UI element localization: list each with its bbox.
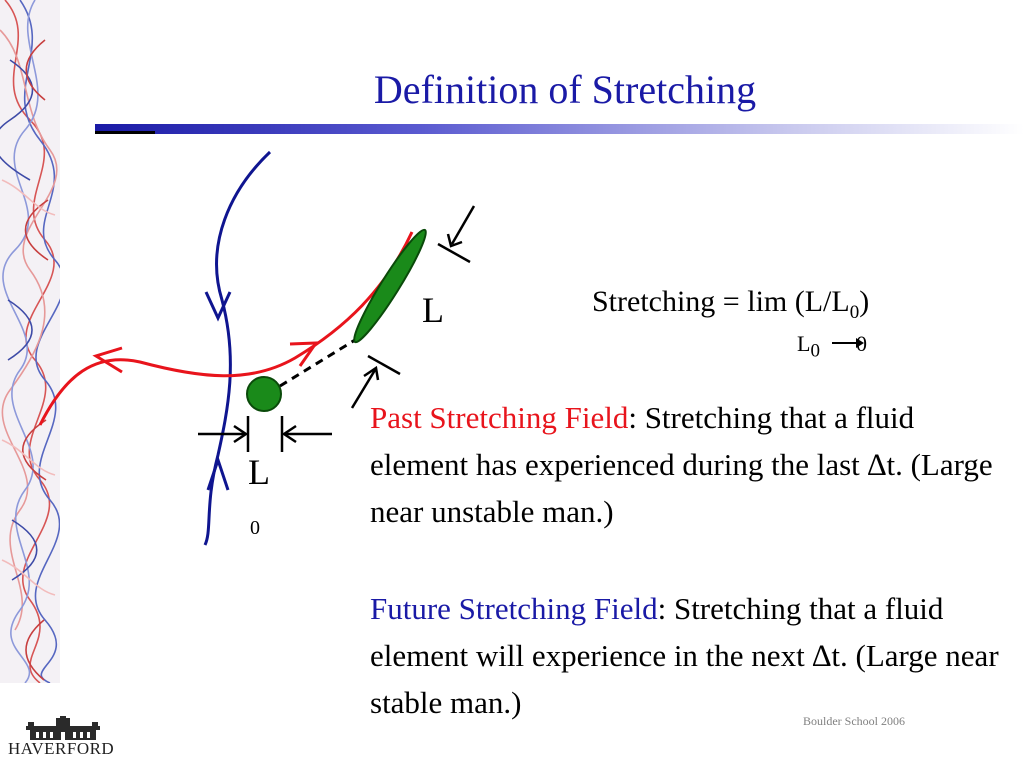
limit-variable-subscript: 0 <box>810 340 820 362</box>
footer-text: Boulder School 2006 <box>803 714 905 728</box>
stretched-fluid-element <box>353 228 427 344</box>
slide-title: Definition of Stretching <box>373 67 757 112</box>
past-stretching-term: Past Stretching Field <box>370 400 629 435</box>
label-L0-letter: L <box>248 452 270 492</box>
future-stretching-term: Future Stretching Field <box>370 591 658 626</box>
haverford-logo-text: HAVERFORD <box>8 739 115 758</box>
label-L: L <box>422 290 444 330</box>
formula-lhs-close: ) <box>859 285 870 318</box>
L-marker-upper-arrow <box>450 205 476 245</box>
side-decoration-strip <box>0 0 60 683</box>
formula-lhs-subscript: 0 <box>849 302 860 323</box>
unstable-manifold-arrow-right <box>289 341 319 367</box>
stretching-formula: Stretching = lim (L/L0) <box>592 284 869 331</box>
title-underline-accent <box>95 131 155 134</box>
L-marker-lower-arrow <box>350 369 377 409</box>
stable-manifold-arrow-lower <box>206 455 230 491</box>
past-stretching-description: : Stretching that a fluid element has ex… <box>370 400 993 529</box>
formula-lhs: Stretching = lim (L/L <box>592 285 850 318</box>
L-marker-upper-tick <box>437 242 471 264</box>
limit-variable: L <box>797 331 811 356</box>
L-marker-lower-tick <box>367 354 401 376</box>
stable-manifold-curve <box>203 150 272 546</box>
haverford-logo-icon <box>26 716 100 740</box>
unstable-manifold-curve <box>38 231 414 426</box>
stretch-connector-dashed <box>279 338 356 388</box>
label-L0-subscript: 0 <box>250 517 260 539</box>
future-stretching-description: : Stretching that a fluid element will e… <box>370 591 999 720</box>
unstable-manifold-arrow-left <box>92 346 123 374</box>
past-stretching-paragraph: Past Stretching Field: Stretching that a… <box>370 394 1010 535</box>
limit-target: 0 <box>855 331 867 356</box>
future-stretching-paragraph: Future Stretching Field: Stretching that… <box>370 585 1010 726</box>
initial-fluid-element <box>246 376 282 412</box>
stable-manifold-arrow-upper <box>204 291 232 322</box>
title-underline-bar <box>95 124 1024 134</box>
